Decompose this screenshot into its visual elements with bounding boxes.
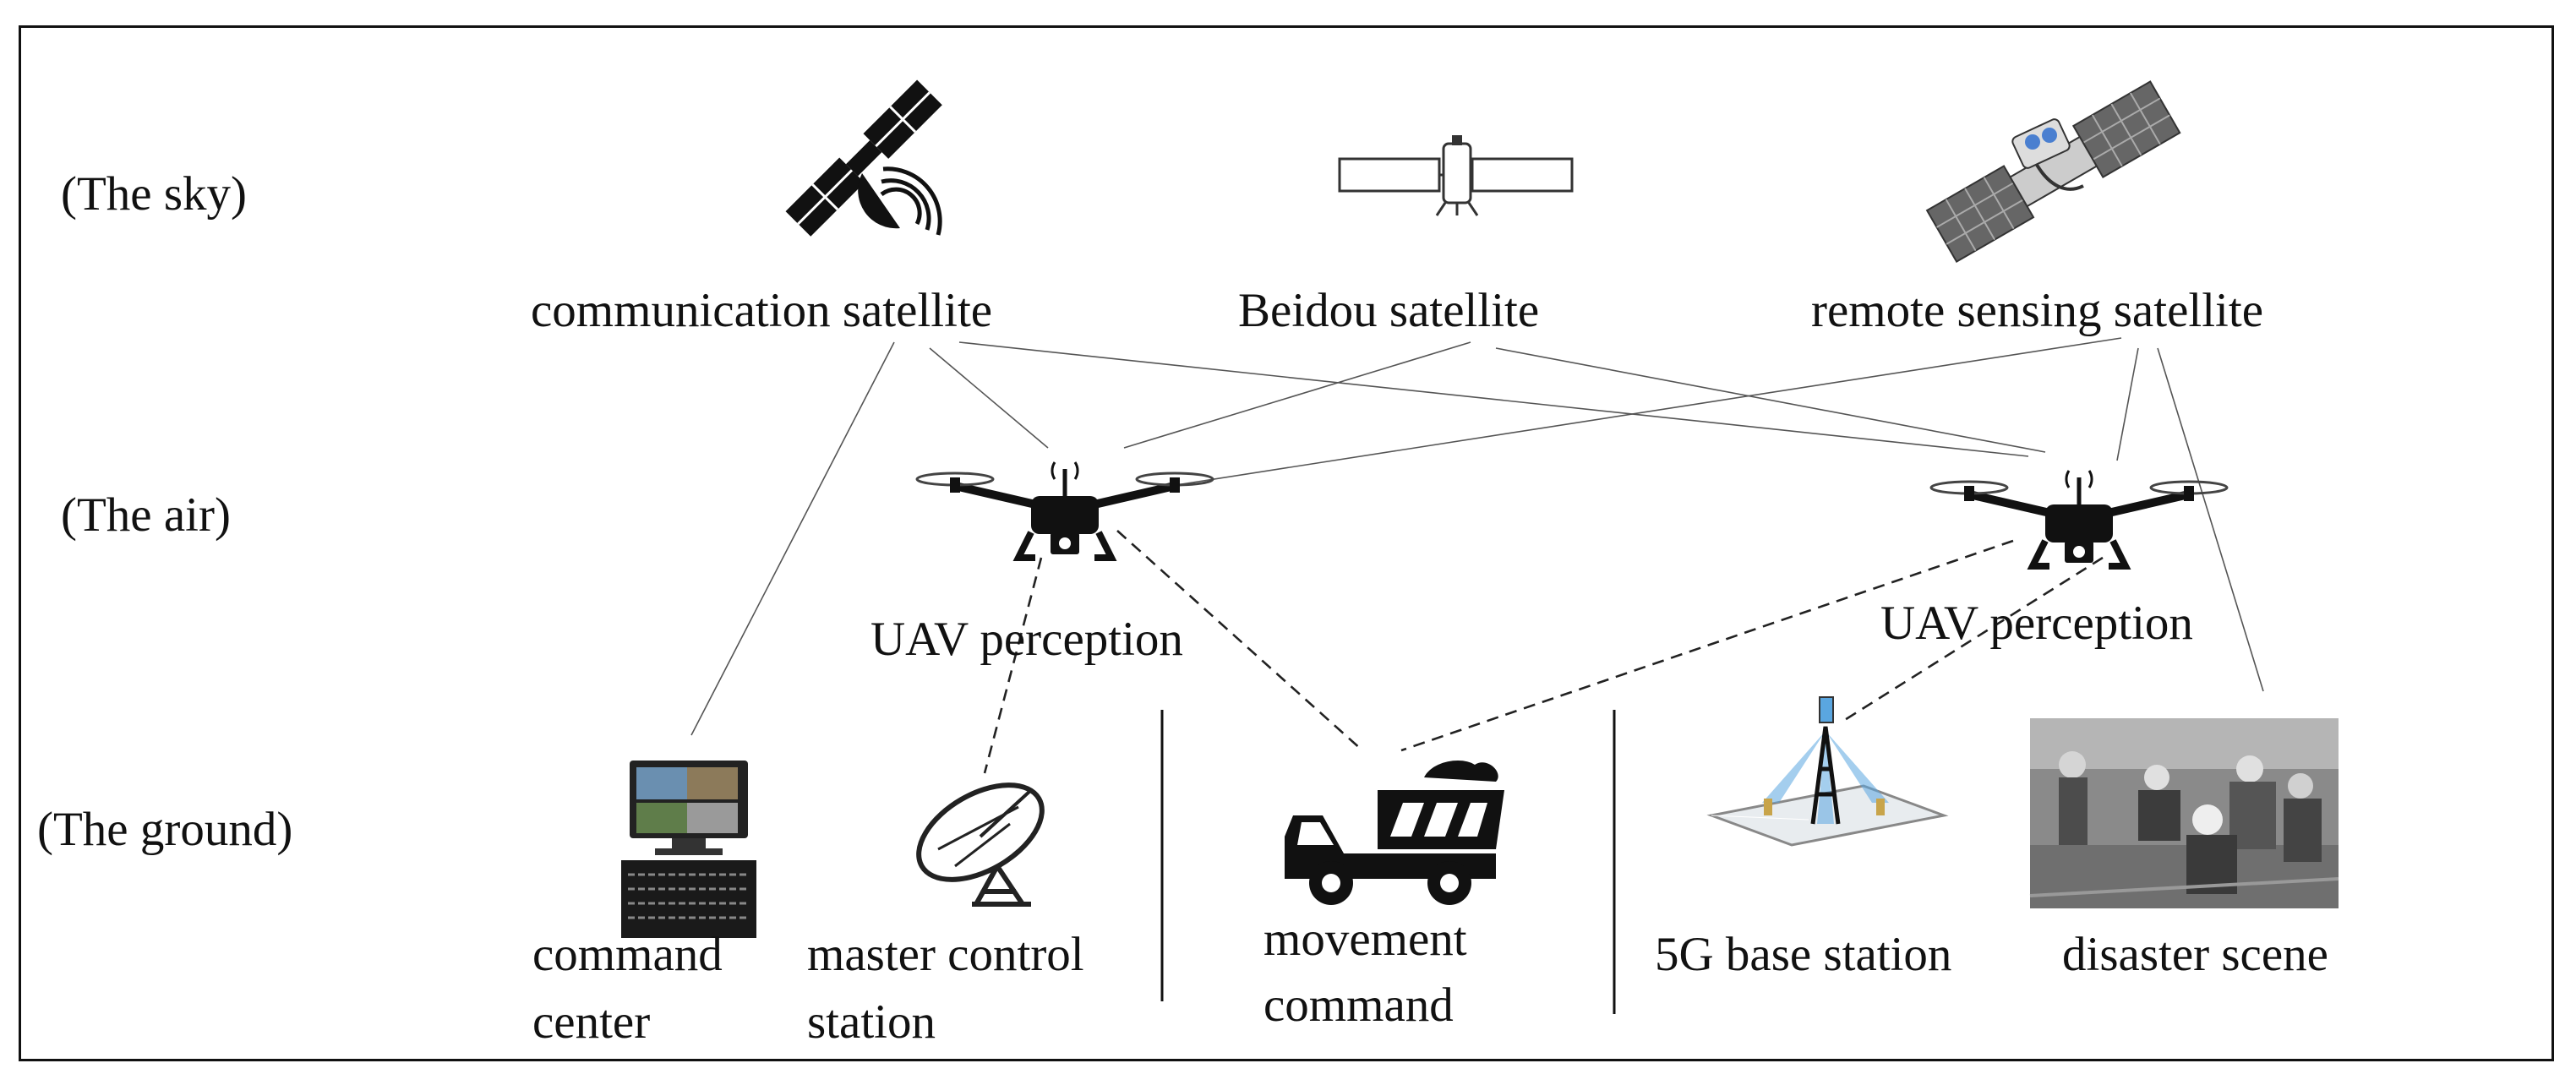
link-uav-left-to-movement [1116, 530, 1363, 751]
link-uav-right-to-movement [1400, 539, 2014, 752]
monitor-server-icon [621, 761, 756, 938]
label-movement-command-line1: movement [1263, 913, 1467, 966]
link-uav-left-to-master-control [983, 557, 1043, 774]
label-uav-perception-left: UAV perception [870, 613, 1183, 666]
link-remote-to-disaster-scene [2157, 347, 2264, 692]
drone-icon [1929, 470, 2229, 570]
link-beidou-to-uav-left [1123, 341, 1471, 449]
label-master-control-line1: master control [807, 928, 1084, 981]
solid-links [690, 337, 2264, 736]
label-command-center-line1: command [532, 928, 723, 981]
drone-icon [915, 461, 1214, 561]
tier-label-ground: (The ground) [37, 803, 293, 856]
cell-tower-icon [1706, 696, 1949, 847]
label-communication-satellite: communication satellite [531, 284, 993, 337]
label-movement-command-line2: command [1263, 979, 1454, 1032]
diagram-frame [19, 25, 2554, 1061]
label-master-control-line2: station [807, 995, 936, 1049]
label-disaster-scene: disaster scene [2062, 928, 2328, 981]
rescue-photo-icon [2029, 718, 2339, 908]
link-beidou-to-uav-right [1495, 347, 2046, 453]
label-remote-sensing-satellite: remote sensing satellite [1811, 284, 2264, 337]
label-command-center-line2: center [532, 995, 651, 1049]
radar-dish-icon [916, 782, 1045, 907]
link-comm-to-command-center [690, 341, 895, 736]
tier-label-sky: (The sky) [61, 167, 248, 221]
tier-label-air: (The air) [61, 488, 231, 542]
link-comm-to-uav-left [929, 347, 1049, 449]
label-5g-base-station: 5G base station [1655, 928, 1952, 981]
satellite-panels-icon [1338, 135, 1574, 216]
link-remote-to-uav-right [2116, 347, 2139, 461]
satellite-sensing-icon [1925, 80, 2181, 264]
link-uav-right-to-5g [1840, 556, 2104, 724]
satellite-dish-icon [785, 79, 942, 237]
dump-truck-icon [1285, 761, 1504, 905]
label-uav-perception-right: UAV perception [1880, 597, 2193, 650]
link-remote-to-uav-left [1170, 337, 2122, 487]
link-comm-to-uav-right [958, 341, 2029, 457]
dashed-links [983, 530, 2104, 774]
label-beidou-satellite: Beidou satellite [1238, 284, 1540, 337]
